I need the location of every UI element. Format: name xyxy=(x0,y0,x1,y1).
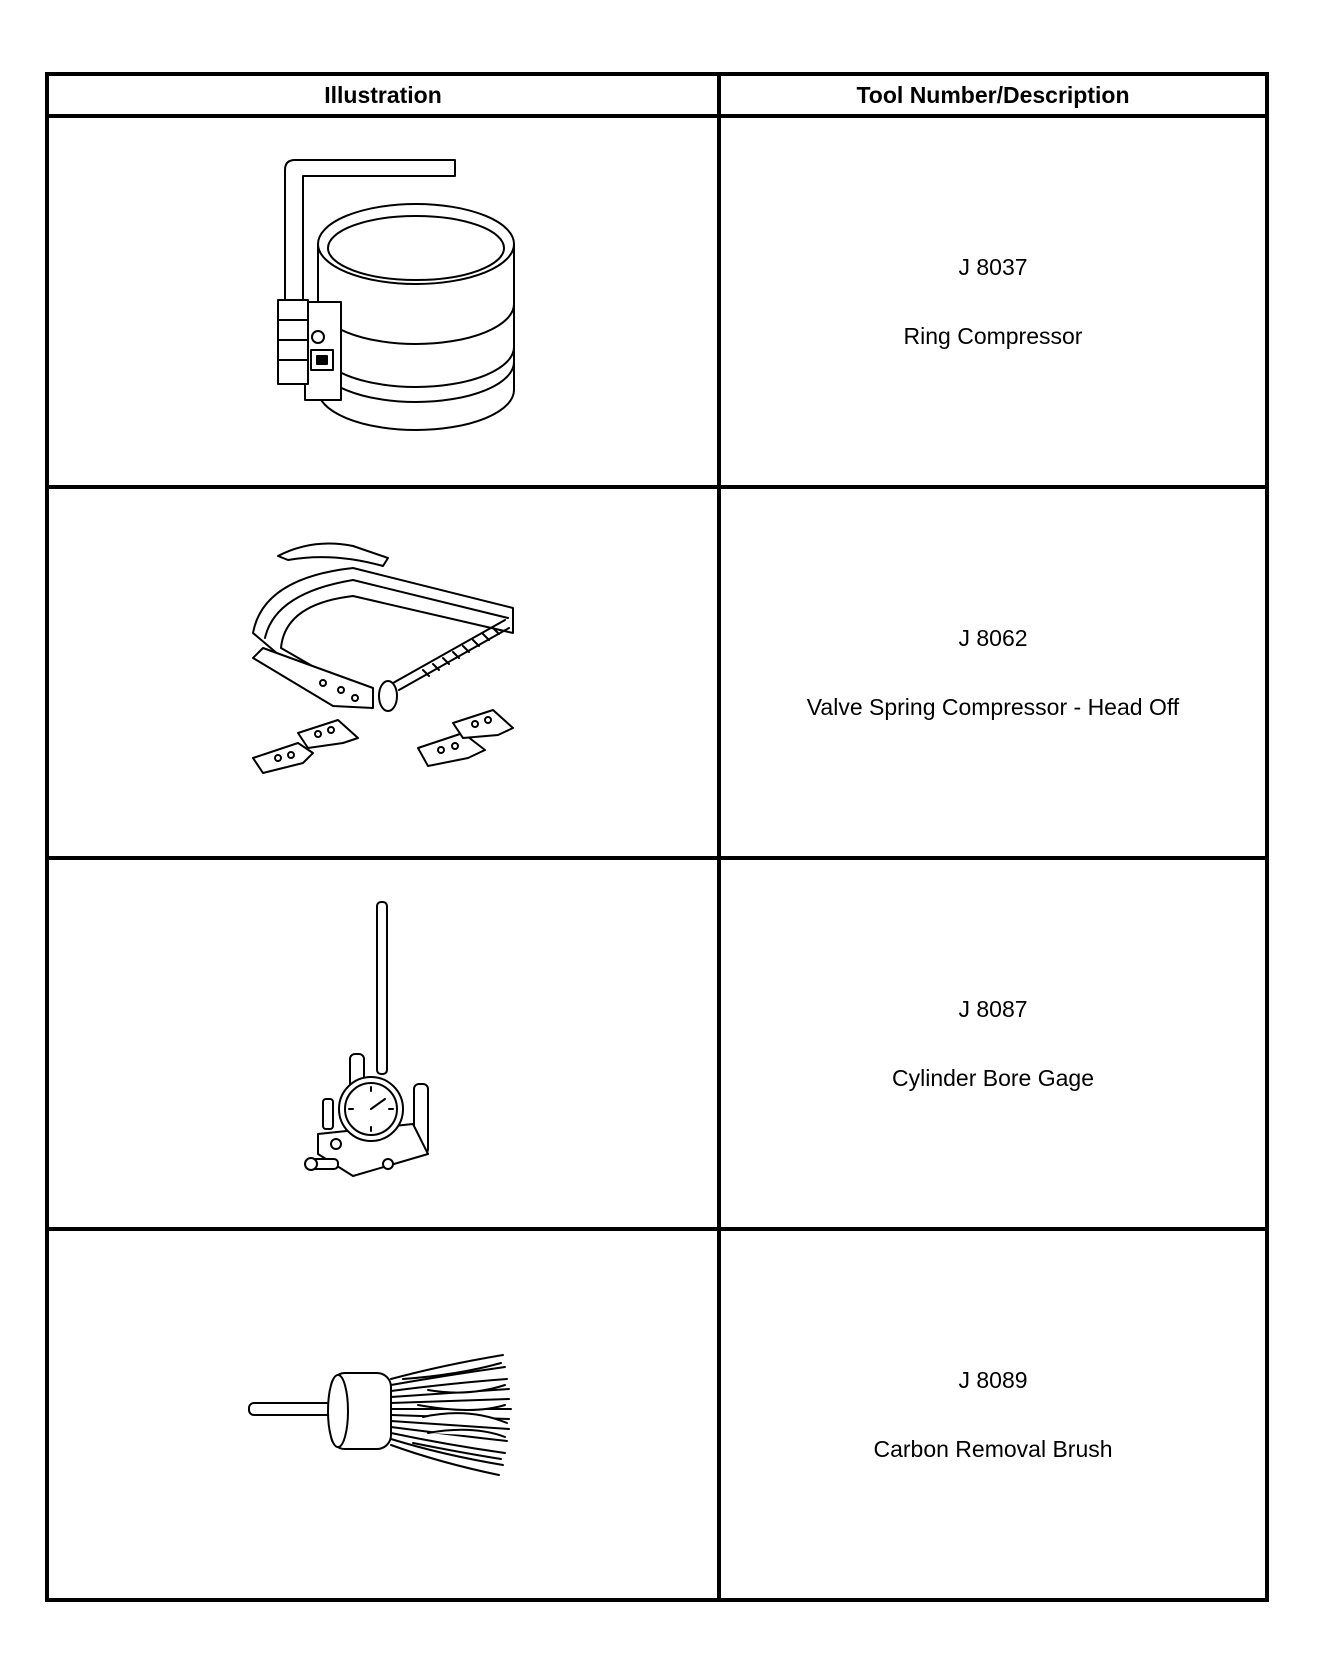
description-cell: J 8087 Cylinder Bore Gage xyxy=(717,856,1269,1231)
tool-number: J 8089 xyxy=(958,1366,1028,1393)
tool-number: J 8062 xyxy=(958,624,1028,651)
table-row: J 8062 Valve Spring Compressor - Head Of… xyxy=(45,485,1269,860)
illustration-cell xyxy=(45,1227,721,1602)
tool-number: J 8087 xyxy=(958,995,1028,1022)
carbon-removal-brush-icon xyxy=(248,1353,512,1476)
tool-description: Cylinder Bore Gage xyxy=(892,1064,1094,1091)
tool-number: J 8037 xyxy=(958,253,1028,280)
tool-description: Valve Spring Compressor - Head Off xyxy=(806,693,1180,720)
table-row: J 8037 Ring Compressor xyxy=(45,114,1269,489)
description-cell: J 8062 Valve Spring Compressor - Head Of… xyxy=(717,485,1269,860)
table-row: J 8087 Cylinder Bore Gage xyxy=(45,856,1269,1231)
table-row: J 8089 Carbon Removal Brush xyxy=(45,1227,1269,1602)
illustration-cell xyxy=(45,485,721,860)
tool-description: Ring Compressor xyxy=(903,322,1083,349)
valve-spring-compressor-icon xyxy=(252,542,514,774)
description-cell: J 8037 Ring Compressor xyxy=(717,114,1269,489)
illustration-cell xyxy=(45,114,721,489)
illustration-cell xyxy=(45,856,721,1231)
cylinder-bore-gage-icon xyxy=(304,900,429,1177)
tool-description: Carbon Removal Brush xyxy=(873,1435,1113,1462)
header-tool-number-description: Tool Number/Description xyxy=(717,72,1269,118)
description-cell: J 8089 Carbon Removal Brush xyxy=(717,1227,1269,1602)
special-tools-table: Illustration Tool Number/Description xyxy=(45,72,1269,1602)
table-header-row: Illustration Tool Number/Description xyxy=(45,72,1269,118)
header-illustration: Illustration xyxy=(45,72,721,118)
ring-compressor-icon xyxy=(277,158,515,431)
